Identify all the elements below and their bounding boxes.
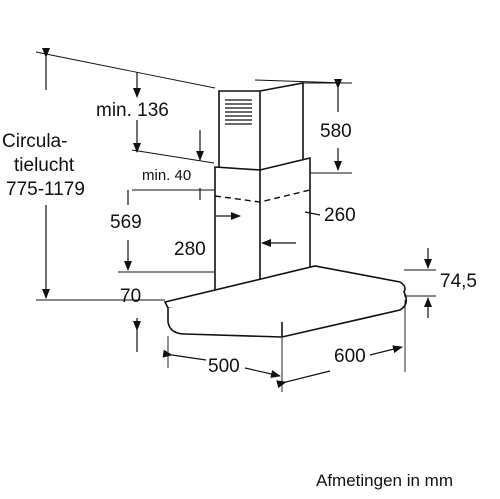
dim-min-40: min. 40 [140, 167, 194, 184]
dim-70: 70 [120, 286, 142, 307]
circulation-air-range: 775-1179 [6, 179, 85, 200]
dim-min-136: min. 136 [94, 100, 171, 121]
circulation-air-label-line2: tielucht [14, 155, 75, 176]
dim-569: 569 [108, 212, 144, 233]
circulation-air-label-line1: Circula- [2, 131, 68, 152]
dim-580: 580 [318, 121, 354, 142]
dimension-arrows [42, 48, 432, 389]
dim-260: 260 [324, 205, 356, 226]
caption-dimensions-unit: Afmetingen in mm [316, 471, 453, 490]
overlap-dashed-line [214, 189, 311, 203]
dim-74-5: 74,5 [440, 271, 477, 292]
vent-grille [225, 99, 252, 125]
hood-canopy [163, 265, 408, 338]
dim-500: 500 [206, 356, 242, 377]
dim-280: 280 [174, 239, 206, 260]
dim-600: 600 [332, 346, 368, 367]
